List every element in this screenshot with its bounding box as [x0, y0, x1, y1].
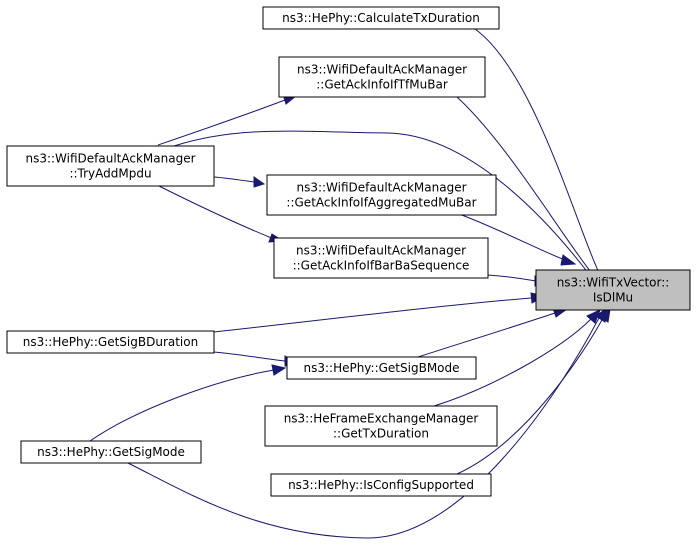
node-label-line: ns3::WifiDefaultAckManager	[25, 152, 195, 166]
node-box	[286, 356, 477, 380]
edge-calcTx-to-target	[474, 28, 602, 278]
node-sigMode[interactable]: ns3::HePhy::GetSigMode	[20, 440, 202, 464]
arrowhead-sigMode-to-sigBMode	[271, 364, 287, 376]
node-label-line: ns3::WifiDefaultAckManager	[296, 181, 466, 195]
node-label-line: ::TryAddMpdu	[69, 167, 151, 181]
node-label-line: ns3::HeFrameExchangeManager	[284, 412, 479, 426]
edge-sigBDur-to-sigBMode	[213, 351, 286, 362]
edge-tryAdd-to-ackTf	[157, 99, 286, 146]
edge-ackTf-to-target	[456, 96, 595, 277]
node-box	[266, 174, 497, 216]
node-label-line: ns3::HePhy::GetSigMode	[37, 445, 185, 459]
node-box	[535, 269, 691, 311]
node-ackBar[interactable]: ns3::WifiDefaultAckManager::GetAckInfoIf…	[273, 237, 489, 279]
node-label-line: ::GetAckInfoIfAggregatedMuBar	[286, 196, 476, 210]
node-box	[270, 473, 492, 497]
node-feTx[interactable]: ns3::HeFrameExchangeManager::GetTxDurati…	[264, 405, 498, 447]
node-label-line: ns3::WifiDefaultAckManager	[297, 63, 467, 77]
node-box	[262, 6, 500, 30]
edge-sigBDur-to-target	[213, 297, 532, 333]
arrowhead-cfgSup-to-target	[598, 307, 611, 323]
node-sigBMode[interactable]: ns3::HePhy::GetSigBMode	[286, 356, 477, 380]
edge-sigMode-to-target	[127, 317, 600, 539]
node-calcTx[interactable]: ns3::HePhy::CalculateTxDuration	[262, 6, 500, 30]
arrowhead-feTx-to-target	[586, 309, 601, 324]
node-label-line: ns3::WifiDefaultAckManager	[296, 244, 466, 258]
edge-tryAdd-to-ackBar	[158, 185, 275, 240]
node-tryAdd[interactable]: ns3::WifiDefaultAckManager::TryAddMpdu	[6, 145, 215, 187]
node-label-line: ns3::WifiTxVector::	[557, 276, 670, 290]
node-ackAgg[interactable]: ns3::WifiDefaultAckManager::GetAckInfoIf…	[266, 174, 497, 216]
node-sigBDur[interactable]: ns3::HePhy::GetSigBDuration	[6, 330, 215, 354]
node-box	[6, 330, 215, 354]
edge-ackAgg-to-target	[458, 213, 566, 261]
node-label-line: ns3::HePhy::GetSigBDuration	[23, 335, 198, 349]
node-label-line: ::GetAckInfoIfBarBaSequence	[293, 259, 470, 273]
edge-tryAdd-to-ackAgg	[213, 176, 255, 183]
graph-nodes: ns3::HePhy::CalculateTxDurationns3::Wifi…	[6, 6, 691, 497]
arrowhead-tryAdd-to-ackAgg	[253, 176, 266, 188]
edge-tryAdd-to-target	[173, 130, 590, 275]
node-box	[6, 145, 215, 187]
node-label-line: ns3::HePhy::IsConfigSupported	[288, 478, 474, 492]
edge-sigBMode-to-target	[417, 312, 556, 358]
node-label-line: ::GetTxDuration	[333, 427, 429, 441]
node-box	[20, 440, 202, 464]
edge-feTx-to-target	[433, 318, 592, 407]
edge-sigMode-to-sigBMode	[89, 369, 275, 442]
node-label-line: ::GetAckInfoIfTfMuBar	[316, 78, 448, 92]
edge-cfgSup-to-target	[456, 317, 604, 475]
node-label-line: ns3::HePhy::GetSigBMode	[303, 361, 459, 375]
edge-ackBar-to-target	[487, 274, 537, 282]
node-target: ns3::WifiTxVector::IsDlMu	[535, 269, 691, 311]
node-box	[264, 405, 498, 447]
node-label-line: IsDlMu	[593, 291, 633, 305]
node-ackTf[interactable]: ns3::WifiDefaultAckManager::GetAckInfoIf…	[278, 56, 486, 98]
arrowhead-ackAgg-to-target	[560, 254, 577, 266]
node-box	[278, 56, 486, 98]
node-label-line: ns3::HePhy::CalculateTxDuration	[282, 11, 480, 25]
node-box	[273, 237, 489, 279]
node-cfgSup[interactable]: ns3::HePhy::IsConfigSupported	[270, 473, 492, 497]
